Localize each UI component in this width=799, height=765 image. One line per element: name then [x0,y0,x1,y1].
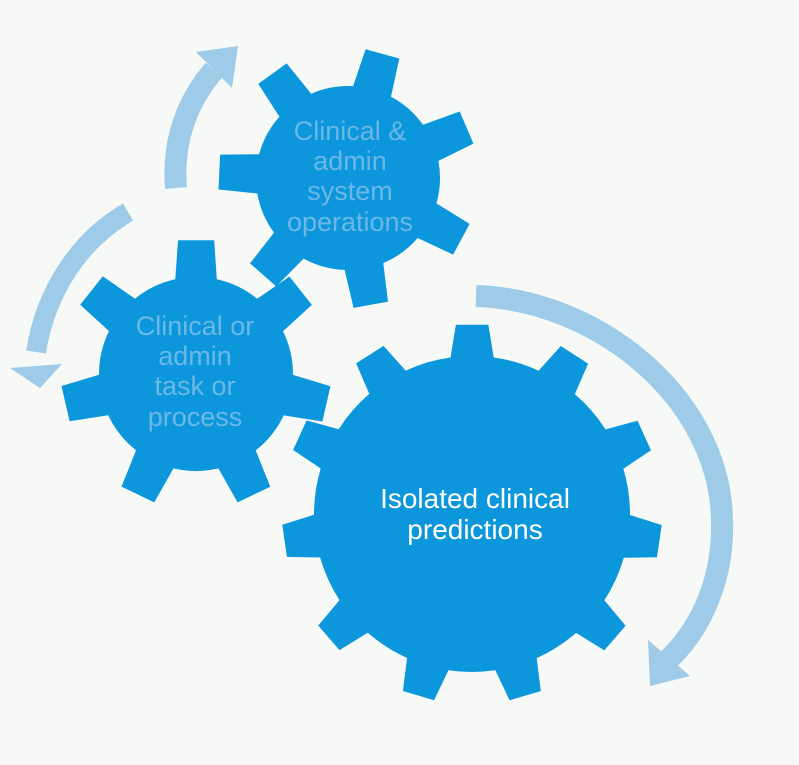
big-gear [282,324,662,701]
arrow-down-to-left-gear-shaft [26,203,134,354]
left-gear-label: Clinical or admin task or process [100,311,290,432]
big-gear-label-line: predictions [407,514,543,546]
left-gear-label-line: admin [158,341,232,372]
top-gear-label-line: Clinical & [293,116,407,146]
top-gear [218,49,474,308]
top-gear-label-line: admin [313,146,387,177]
big-gear-label: Isolated clinical predictions [340,483,610,546]
top-gear-label-line: operations [286,206,414,237]
left-gear-label-line: process [147,401,243,432]
left-gear [61,240,331,503]
top-gear-label: Clinical & admin system operations [255,116,445,237]
big-gear-label-line: Isolated clinical [380,483,570,514]
arrow-down-to-left-gear-head [10,364,62,388]
left-gear-label-line: task or [154,371,236,402]
arrow-up-to-top-gear-head [196,46,238,88]
left-gear-label-line: Clinical or [135,311,255,341]
arrow-up-to-top-gear-shaft [164,62,223,189]
arrow-down-right-side-head [648,640,690,686]
arrow-down-right-side-shaft [475,285,734,669]
top-gear-label-line: system [307,176,393,207]
